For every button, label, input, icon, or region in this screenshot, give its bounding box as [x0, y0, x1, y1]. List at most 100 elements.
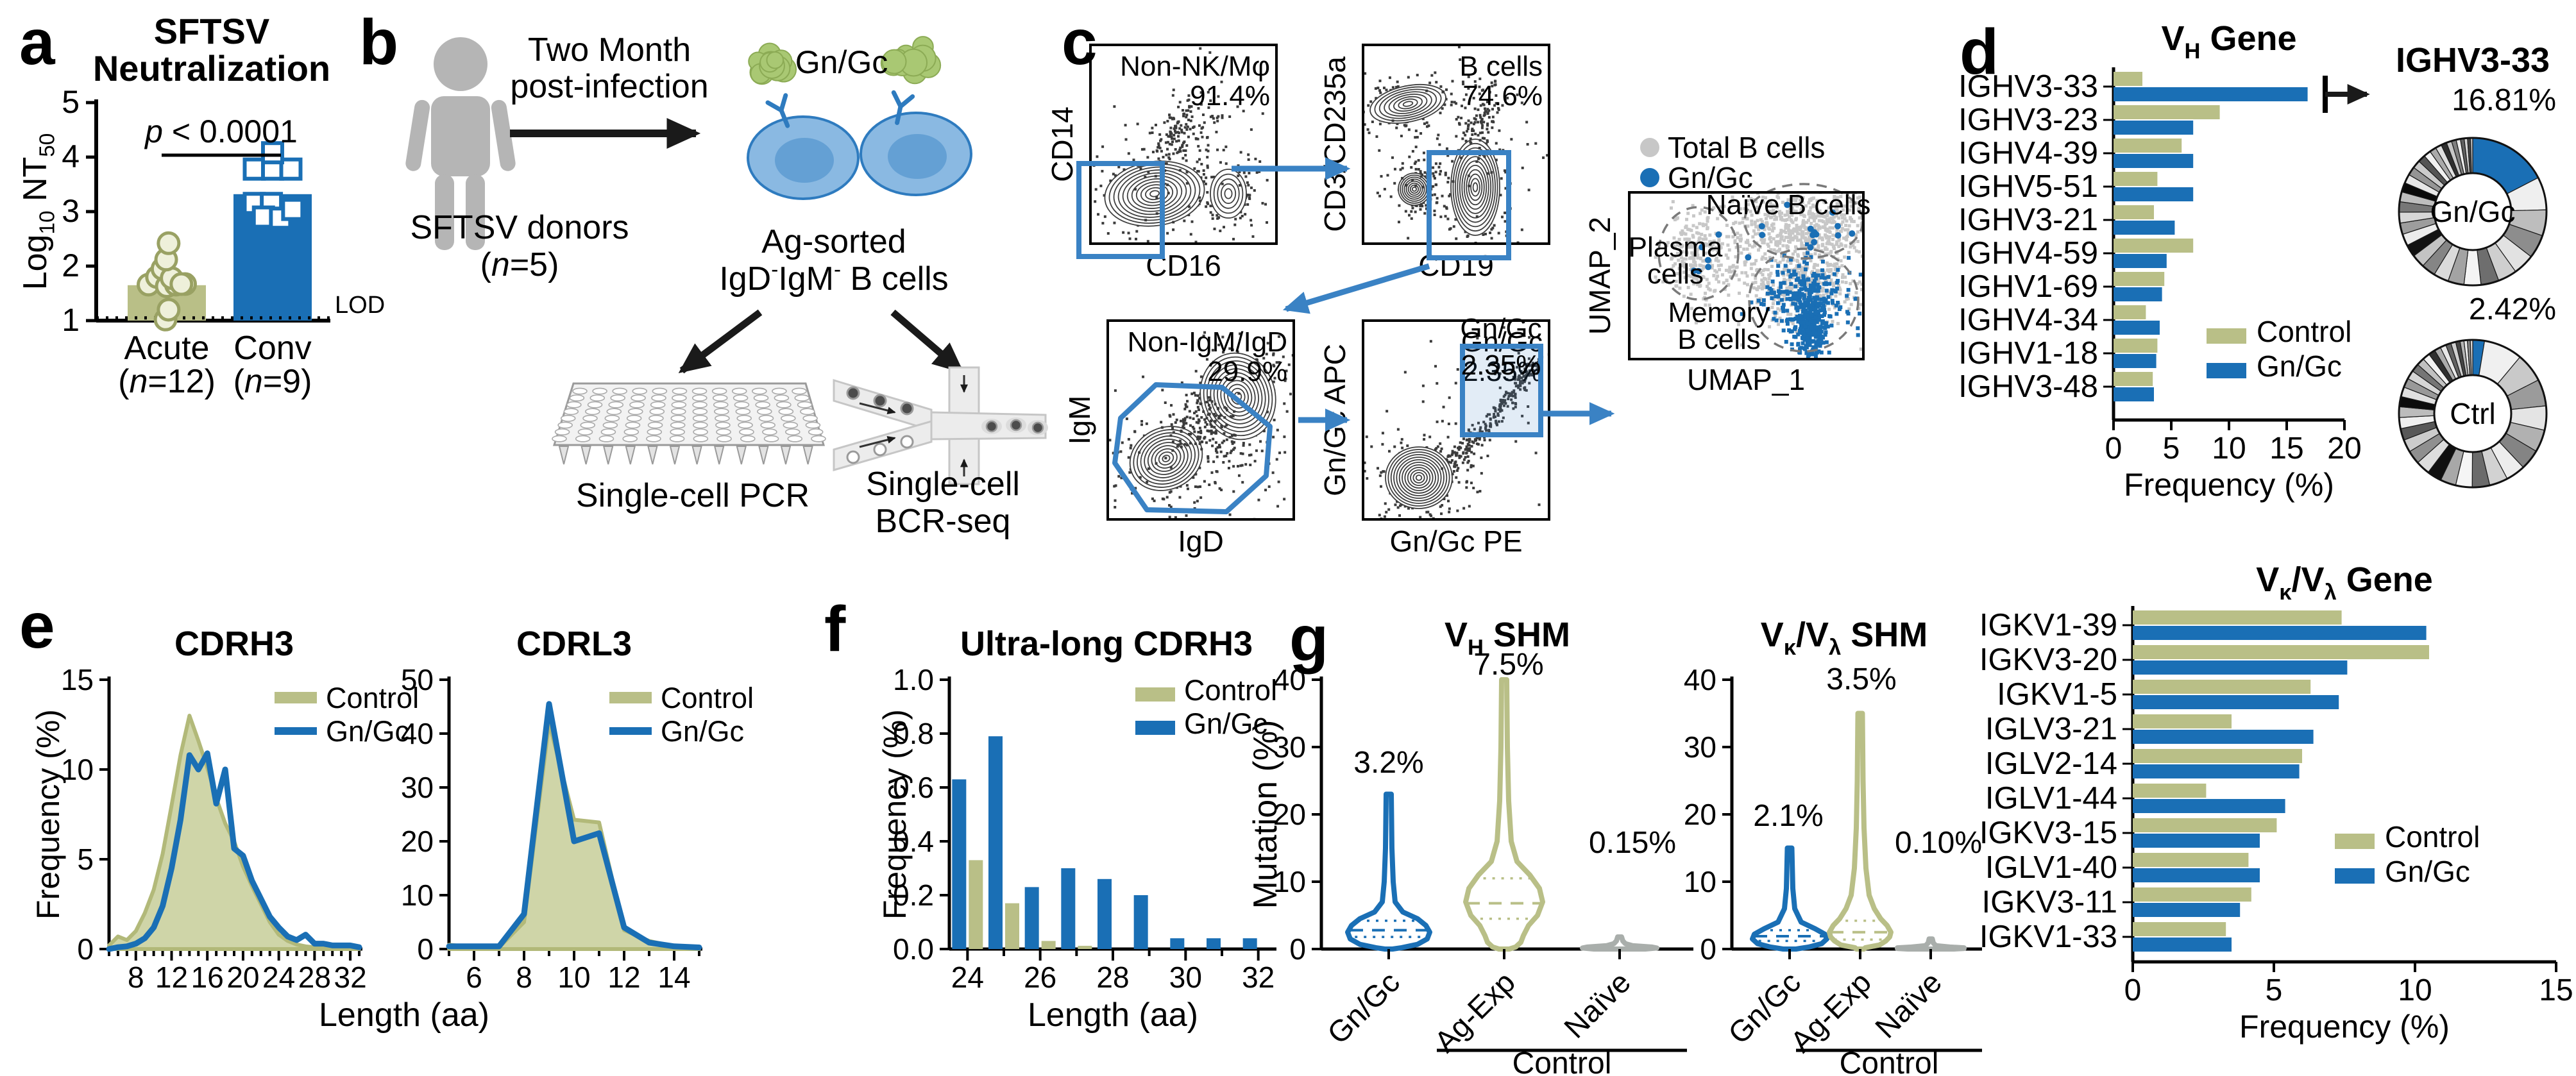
vh_gene-xtick: 5: [2163, 432, 2180, 466]
scatter-dot: [1756, 211, 1759, 215]
scatter-dot: [1731, 265, 1734, 269]
scatter-dot: [1781, 309, 1786, 314]
scatter-dot: [1742, 248, 1746, 251]
scatter-dot: [1847, 172, 1851, 176]
scatter-dot: [1824, 215, 1827, 219]
scatter-dot: [1527, 362, 1530, 366]
scatter-dot: [1718, 210, 1722, 214]
scatter-dot: [1456, 368, 1459, 371]
scatter-dot: [1421, 205, 1424, 208]
scatter-dot: [1203, 180, 1206, 183]
scatter-dot: [1450, 461, 1453, 464]
scatter-dot: [1455, 454, 1458, 457]
scatter-dot: [1839, 259, 1843, 263]
a-ytick: 4: [62, 139, 80, 174]
circle: [1811, 229, 1818, 236]
scatter-dot: [1228, 460, 1231, 463]
scatter-dot: [1478, 438, 1481, 441]
scatter-dot: [1880, 232, 1883, 235]
scatter-dot: [1262, 357, 1266, 360]
scatter-dot: [1170, 143, 1173, 146]
ellipse: [584, 408, 600, 416]
ellipse: [802, 415, 818, 422]
scatter-dot: [1819, 330, 1824, 334]
contour-ring: [1398, 98, 1418, 110]
scatter-dot: [1828, 314, 1833, 319]
scatter-dot: [1437, 165, 1441, 169]
scatter-dot: [1165, 183, 1169, 187]
scatter-dot: [1803, 267, 1808, 272]
scatter-dot: [1185, 122, 1188, 126]
ellipse: [610, 394, 626, 401]
scatter-dot: [1489, 422, 1492, 425]
scatter-dot: [1171, 440, 1174, 443]
vk_gene-bar-gngc: [2133, 868, 2260, 882]
scatter-dot: [1217, 407, 1220, 410]
scatter-dot: [1838, 265, 1842, 269]
scatter-dot: [1457, 467, 1460, 470]
scatter-dot: [1480, 117, 1484, 121]
scatter-dot: [1877, 249, 1881, 252]
scatter-dot: [1835, 207, 1839, 211]
scatter-dot: [1793, 249, 1797, 253]
scatter-dot: [1789, 312, 1793, 316]
donut-hole: [2433, 172, 2512, 251]
scatter-dot: [1826, 324, 1830, 329]
scatter-dot: [1419, 172, 1422, 176]
scatter-dot: [1811, 316, 1816, 321]
scatter-dot: [1805, 242, 1809, 246]
scatter-dot: [1193, 412, 1196, 415]
f-bar-gngc: [1207, 938, 1221, 949]
scatter-dot: [1425, 510, 1428, 514]
scatter-dot: [1685, 217, 1689, 221]
scatter-dot: [1802, 310, 1807, 315]
scatter-dot: [1488, 413, 1491, 416]
scatter-dot: [1510, 138, 1513, 141]
scatter-dot: [1444, 171, 1447, 174]
scatter-dot: [1786, 259, 1790, 263]
vk_gene-cat-label: IGLV1-40: [1985, 850, 2117, 885]
scatter-dot: [1262, 430, 1266, 433]
ellipse: [628, 408, 643, 416]
scatter-dot: [1483, 107, 1486, 110]
scatter-dot: [1114, 389, 1117, 392]
scatter-dot: [1743, 282, 1747, 285]
umap-label-memory: Memory: [1668, 297, 1770, 328]
scatter-dot: [1843, 217, 1847, 221]
scatter-dot: [1814, 276, 1818, 281]
scatter-dot: [1099, 184, 1103, 187]
scatter-dot: [1396, 506, 1400, 509]
scatter-dot: [1466, 128, 1470, 131]
scatter-dot: [1465, 451, 1468, 455]
vh_gene-bar-control: [2114, 105, 2220, 119]
scatter-dot: [1702, 276, 1706, 280]
scatter-dot: [1436, 197, 1439, 200]
scatter-dot: [1419, 132, 1423, 135]
scatter-dot: [1825, 222, 1829, 226]
scatter-dot: [1376, 191, 1379, 194]
scatter-dot: [1114, 505, 1117, 509]
scatter-dot: [1488, 439, 1491, 442]
vk_gene-bar-gngc: [2133, 903, 2241, 917]
ellipse: [734, 401, 750, 408]
scatter-dot: [1196, 500, 1199, 503]
scatter-dot: [1826, 295, 1831, 299]
scatter-dot: [1808, 231, 1811, 235]
scatter-dot: [1145, 422, 1148, 425]
scatter-dot: [1434, 171, 1437, 174]
f-bar-gngc: [1170, 938, 1185, 949]
ellipse: [763, 435, 779, 442]
scatter-dot: [1465, 481, 1468, 484]
contour-ring: [1203, 356, 1273, 437]
scatter-dot: [1177, 150, 1180, 153]
scatter-dot: [1485, 429, 1488, 432]
cdrh3-plot-xtick: 20: [226, 961, 259, 994]
scatter-dot: [1731, 195, 1734, 199]
scatter-dot: [1877, 203, 1880, 206]
legend-dot-total-b: [1640, 138, 1659, 157]
scatter-dot: [1169, 126, 1173, 130]
scatter-dot: [1192, 427, 1196, 430]
scatter-dot: [1809, 298, 1813, 302]
scatter-dot: [1439, 85, 1443, 88]
